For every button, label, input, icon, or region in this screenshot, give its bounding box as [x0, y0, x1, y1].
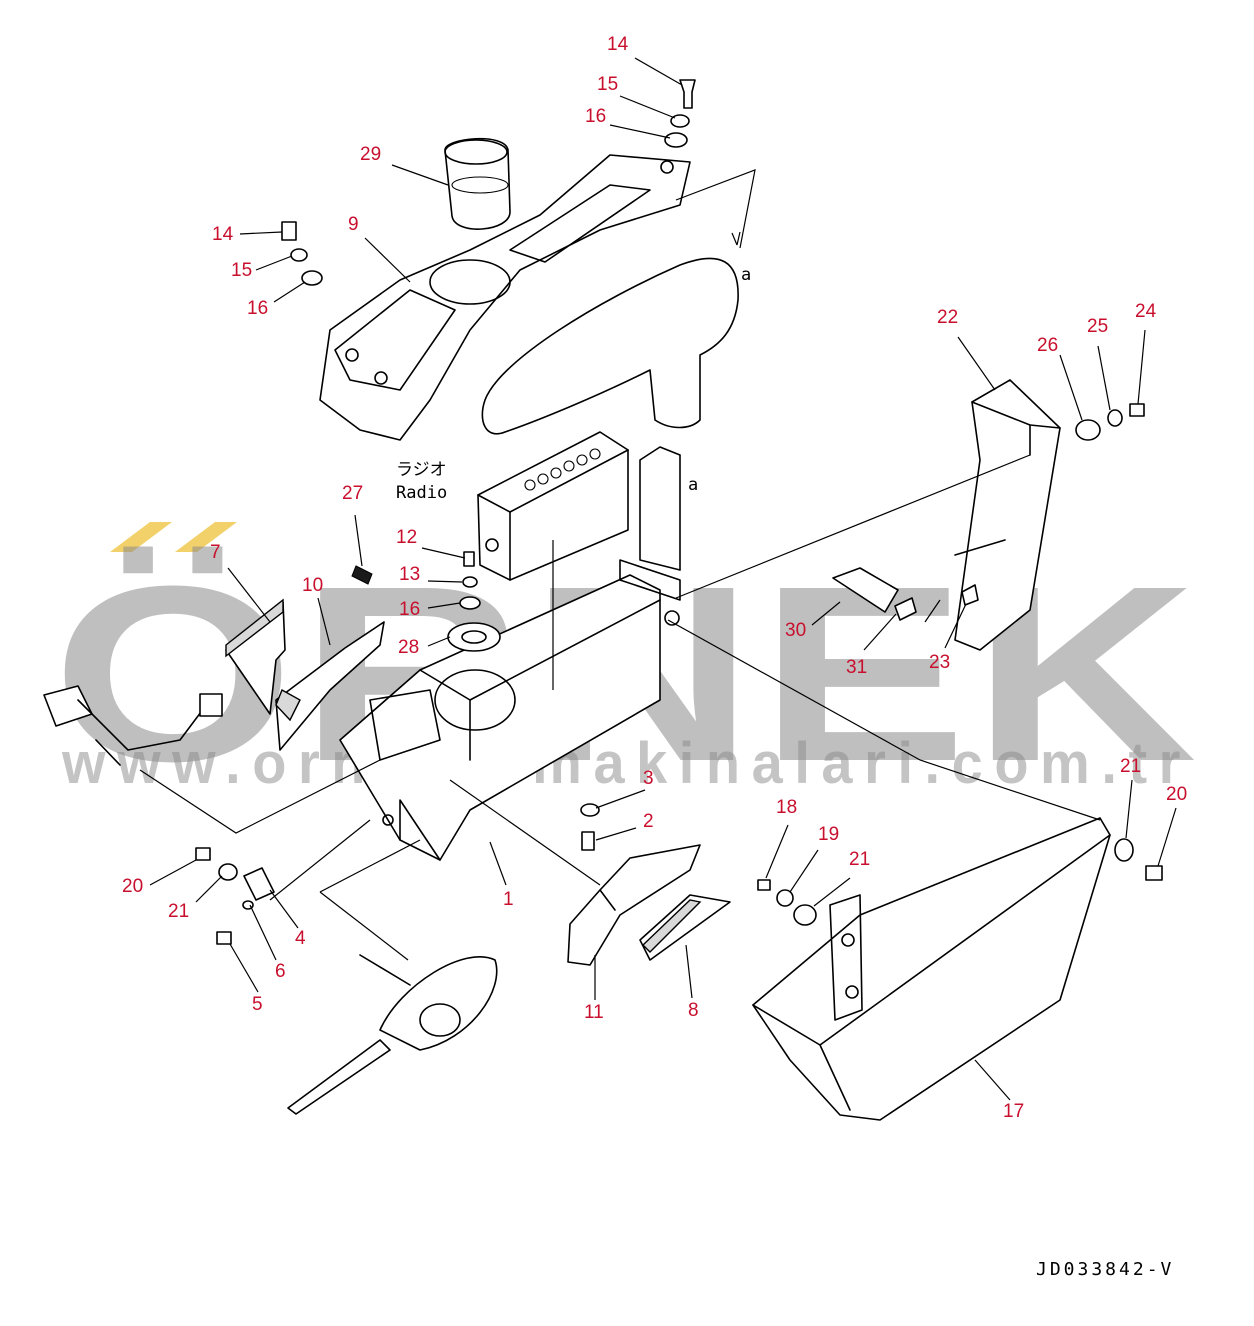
control-lever [287, 954, 498, 1115]
watermark-accent-left [110, 522, 172, 552]
bolt-part-20a [195, 847, 211, 861]
bracket-part-30 [832, 567, 899, 613]
callout-1: 1 [503, 889, 514, 910]
callout-16-mid: 16 [399, 599, 420, 620]
callout-7: 7 [210, 542, 221, 563]
washer-part-3 [580, 803, 600, 817]
callout-20-left: 20 [122, 876, 143, 897]
clip-part-27 [351, 565, 373, 585]
callout-21-far-right: 21 [1120, 756, 1141, 777]
clip-part-23 [961, 584, 979, 606]
bracket-part-4 [243, 867, 275, 901]
washer-part-13 [462, 576, 478, 588]
watermark-url: www.ornekismakinalari.com.tr [61, 731, 1192, 796]
callout-28: 28 [398, 637, 419, 658]
washer-part-19 [776, 889, 794, 907]
cup-holder-part-29 [444, 137, 511, 230]
bolt-part-12 [463, 551, 475, 567]
callout-19: 19 [818, 824, 839, 845]
view-mark-a-top: a [741, 265, 751, 285]
cover-part-10 [275, 621, 385, 751]
washer-part-21b [793, 904, 817, 926]
bolt-part-18 [757, 879, 771, 891]
callout-25: 25 [1087, 316, 1108, 337]
radio-buttons [524, 448, 601, 491]
armrest-outline [481, 257, 739, 435]
callout-6: 6 [275, 961, 286, 982]
callout-29: 29 [360, 144, 381, 165]
callout-leaders [149, 57, 1177, 1101]
bolt-part-14a [679, 79, 696, 109]
washer-part-21a [218, 863, 238, 881]
callout-2: 2 [643, 811, 654, 832]
bolt-part-24 [1129, 403, 1145, 417]
bolt-part-5 [216, 931, 232, 945]
callout-numbers: 14 15 16 29 9 14 15 16 22 26 25 24 27 12… [122, 34, 1187, 1122]
callout-21-right-mid: 21 [849, 849, 870, 870]
console-cover-part-9 [319, 154, 691, 441]
bolt-part-2 [581, 831, 595, 851]
callout-23: 23 [929, 652, 950, 673]
cover-part-11 [567, 844, 701, 966]
washer-part-15a [670, 114, 690, 128]
washer-part-16c [459, 596, 481, 610]
radio-unit [477, 431, 629, 581]
callout-13: 13 [399, 564, 420, 585]
side-panel-part-22 [954, 379, 1061, 651]
callout-3: 3 [643, 768, 654, 789]
callout-14-left: 14 [212, 224, 234, 245]
watermark-accent-right [175, 522, 237, 552]
box-cover-part-17 [752, 817, 1111, 1121]
washer-part-16a [664, 132, 688, 148]
washer-part-25 [1107, 409, 1123, 427]
washer-part-15b [290, 248, 308, 262]
washer-part-16b [301, 270, 323, 286]
bolt-part-14b [281, 221, 297, 241]
callout-14-top: 14 [607, 34, 629, 55]
callout-15-top: 15 [597, 74, 618, 95]
callout-5: 5 [252, 994, 263, 1015]
callout-30: 30 [785, 620, 806, 641]
callout-11: 11 [584, 1002, 604, 1023]
assembly-lines [139, 169, 1101, 961]
callout-31: 31 [846, 657, 867, 678]
callout-16-left: 16 [247, 298, 268, 319]
washer-part-26 [1075, 419, 1101, 441]
callout-27: 27 [342, 483, 363, 504]
callout-15-left: 15 [231, 260, 252, 281]
callout-20-far-right: 20 [1166, 784, 1187, 805]
clip-part-31 [894, 597, 917, 621]
callout-10: 10 [302, 575, 323, 596]
drawing-id: JD033842-V [1036, 1259, 1174, 1280]
view-mark-a-mid: a [688, 475, 698, 495]
callout-4: 4 [295, 928, 306, 949]
callout-18: 18 [776, 797, 797, 818]
callout-22: 22 [937, 307, 958, 328]
radio-label-en: Radio [396, 483, 447, 503]
bolt-part-20b [1145, 865, 1163, 881]
callout-21-left: 21 [168, 901, 189, 922]
washer-part-21c [1114, 838, 1134, 862]
callout-17: 17 [1003, 1101, 1024, 1122]
radio-label-jp: ラジオ [396, 460, 447, 480]
callout-12: 12 [396, 527, 417, 548]
callout-24: 24 [1135, 301, 1157, 322]
callout-8: 8 [688, 1000, 699, 1021]
callout-16-top: 16 [585, 106, 606, 127]
wire-harness [43, 685, 223, 766]
gasket-part-28 [447, 622, 501, 652]
callout-9: 9 [348, 214, 359, 235]
cover-part-8 [639, 894, 731, 961]
callout-26: 26 [1037, 335, 1058, 356]
